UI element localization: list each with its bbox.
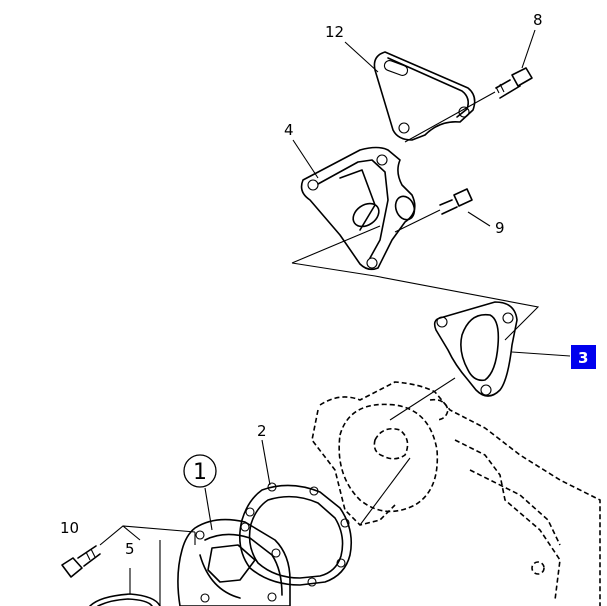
callout-3-highlighted[interactable]: 3 — [571, 345, 596, 369]
leader-4 — [292, 139, 319, 179]
callout-9[interactable]: 9 — [495, 219, 505, 237]
leader-8 — [521, 29, 536, 69]
leader-3 — [511, 351, 571, 357]
water-pump-part-1[interactable] — [177, 518, 291, 606]
callout-3: 3 — [578, 349, 588, 367]
gasket-part-2[interactable] — [239, 482, 353, 587]
callout-1-circled[interactable]: 1 — [183, 454, 217, 488]
bolt-part-8[interactable] — [404, 67, 533, 143]
pump-axis-line — [359, 457, 411, 526]
assembly-plane-outline — [291, 225, 540, 341]
bolt-part-9[interactable] — [394, 188, 473, 233]
leader-1 — [204, 487, 213, 531]
leader-12 — [344, 41, 379, 73]
leader-9 — [467, 211, 491, 227]
engine-block-outline — [311, 381, 601, 606]
leader-2 — [261, 439, 271, 486]
callout-5[interactable]: 5 — [125, 540, 135, 558]
gasket-part-3[interactable] — [433, 301, 518, 397]
pulley-part-5[interactable] — [89, 568, 161, 606]
group-bracket-lines — [99, 525, 196, 606]
housing-part-4[interactable] — [300, 146, 418, 271]
callout-1: 1 — [193, 460, 207, 485]
callout-10[interactable]: 10 — [60, 519, 79, 537]
bracket-part-12[interactable] — [373, 51, 476, 141]
assembly-axis-line — [389, 377, 456, 421]
callout-8[interactable]: 8 — [533, 11, 543, 29]
callout-12[interactable]: 12 — [325, 23, 344, 41]
callout-2[interactable]: 2 — [257, 422, 267, 440]
callout-4[interactable]: 4 — [284, 121, 294, 139]
bolt-part-10[interactable] — [61, 545, 101, 578]
